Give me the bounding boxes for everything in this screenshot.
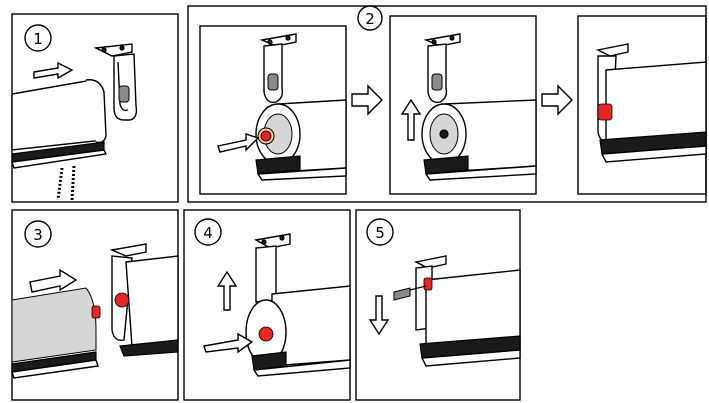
roller-tube-icon [419, 269, 521, 367]
step-2c [577, 15, 707, 195]
bracket-icon [93, 43, 138, 121]
end-cap-icon [423, 277, 433, 291]
step-number-badge [24, 220, 52, 248]
step-number-badge [194, 218, 222, 246]
step-2b [389, 15, 537, 195]
screw-icon [393, 285, 427, 301]
end-cap-icon [91, 305, 101, 319]
panel-5: 5 [355, 209, 521, 401]
step-number-badge [357, 5, 383, 31]
next-step-arrow-icon [541, 84, 573, 116]
next-step-arrow-icon [351, 84, 383, 116]
bracket-icon [109, 243, 179, 357]
step-number: 2 [365, 10, 375, 28]
step-2a [199, 25, 347, 195]
push-arrow-icon [217, 133, 260, 153]
end-cap-icon [597, 103, 613, 121]
bracket-icon [253, 233, 291, 303]
roller-tube-icon [245, 285, 351, 377]
lift-arrow-icon [368, 295, 390, 336]
step-number: 1 [33, 30, 43, 48]
roller-tube-icon [11, 287, 99, 379]
step-number-badge [366, 218, 394, 246]
step-number: 5 [375, 224, 385, 242]
step-number: 4 [203, 224, 213, 242]
end-cap-icon [257, 127, 275, 145]
lift-arrow-icon [400, 98, 422, 141]
end-cap-icon [114, 292, 130, 308]
roller-tube-icon [255, 99, 347, 181]
panel-4: 4 [183, 209, 351, 401]
push-arrow-icon [203, 332, 254, 354]
roller-tube-icon [421, 99, 537, 181]
step-number: 3 [33, 226, 43, 244]
push-arrow-icon [29, 268, 78, 293]
panel-3: 3 [11, 209, 179, 401]
bracket-icon [259, 33, 297, 103]
push-arrow-icon [33, 61, 74, 80]
end-cap-icon [258, 326, 274, 342]
roller-tube-icon [11, 79, 108, 169]
bead-chain-icon [56, 165, 76, 201]
roller-tube-icon [599, 61, 707, 163]
panel-2: 2 [187, 5, 707, 203]
bracket-icon [423, 33, 461, 103]
panel-1: 1 [11, 13, 179, 203]
step-number-badge [24, 24, 52, 52]
lift-arrow-icon [216, 270, 238, 311]
